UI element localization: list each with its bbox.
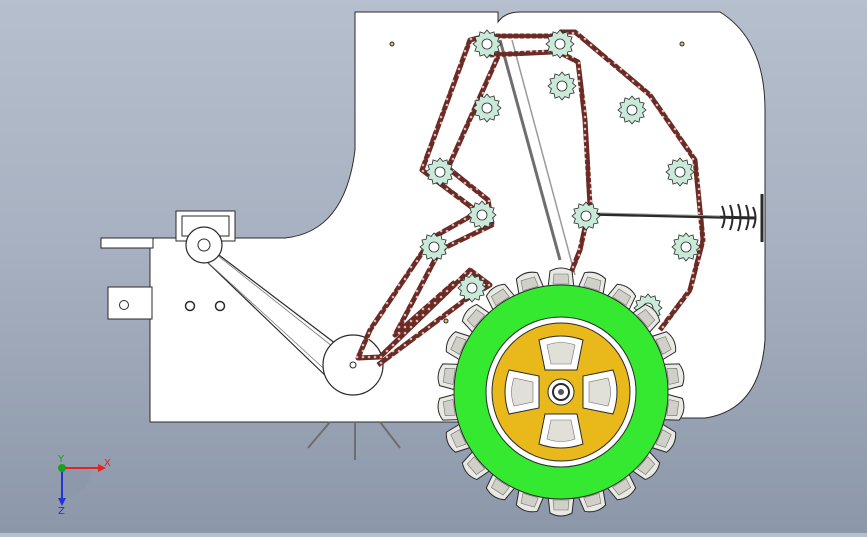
bracket-hole: [119, 300, 129, 310]
y-axis-label: Y: [57, 454, 65, 465]
tread-block: [485, 283, 517, 313]
tread-block: [649, 422, 677, 453]
tread-block: [605, 283, 637, 313]
sprocket: [545, 29, 575, 59]
orientation-triad: X Y Z: [57, 454, 111, 517]
tension-rod: [584, 212, 756, 220]
sprocket: [571, 201, 601, 231]
guide-rod: [511, 39, 576, 276]
mount-hole: [679, 41, 685, 47]
mount-hole: [389, 41, 395, 47]
tension-spring: [721, 203, 757, 232]
tension-rod-highlight: [599, 212, 721, 217]
z-axis-label: Z: [58, 506, 65, 517]
tread-block: [515, 487, 545, 513]
sprocket: [457, 273, 487, 303]
tread-block: [445, 422, 473, 453]
sprocket: [665, 157, 695, 187]
tread-block: [547, 495, 575, 517]
axle-core: [558, 389, 564, 395]
spoke-window: [582, 369, 618, 415]
mount-hole: [443, 318, 449, 324]
sprocket: [472, 93, 502, 123]
hub-spoke-windows: [504, 335, 618, 449]
tread-block: [649, 331, 677, 362]
triad-background: [62, 468, 92, 498]
sprocket: [671, 232, 701, 262]
guide-rod: [498, 39, 562, 261]
spoke-window: [538, 413, 584, 449]
sprocket: [425, 157, 455, 187]
tread-block: [630, 303, 661, 335]
y-axis-dot: [58, 464, 66, 472]
left-bracket: [107, 286, 153, 320]
tire-tread-blocks: [437, 267, 685, 517]
left-chain: [355, 33, 560, 368]
spoke-window: [504, 369, 540, 415]
mount-hole: [184, 300, 196, 312]
spoke-window: [538, 335, 584, 371]
large-pulley-hub: [349, 361, 357, 369]
x-axis-label: X: [104, 458, 111, 469]
tread-block: [461, 449, 492, 481]
tread-block: [630, 449, 661, 481]
mount-hole: [214, 300, 226, 312]
sprocket: [419, 232, 449, 262]
tread-block: [485, 471, 517, 501]
tines: [307, 421, 401, 460]
right-chain: [553, 29, 706, 332]
small-pulley: [185, 226, 223, 264]
tread-block: [605, 471, 637, 501]
left-shaft: [100, 237, 154, 249]
sprocket-group: [419, 29, 701, 323]
sprocket: [617, 95, 647, 125]
tread-block: [445, 331, 473, 362]
sprocket: [547, 71, 577, 101]
drive-wheel[interactable]: [436, 267, 685, 517]
tread-block: [461, 303, 492, 335]
sprocket: [467, 200, 497, 230]
tread-block: [547, 267, 575, 289]
sprocket: [472, 29, 502, 59]
small-pulley-hub: [197, 238, 211, 252]
